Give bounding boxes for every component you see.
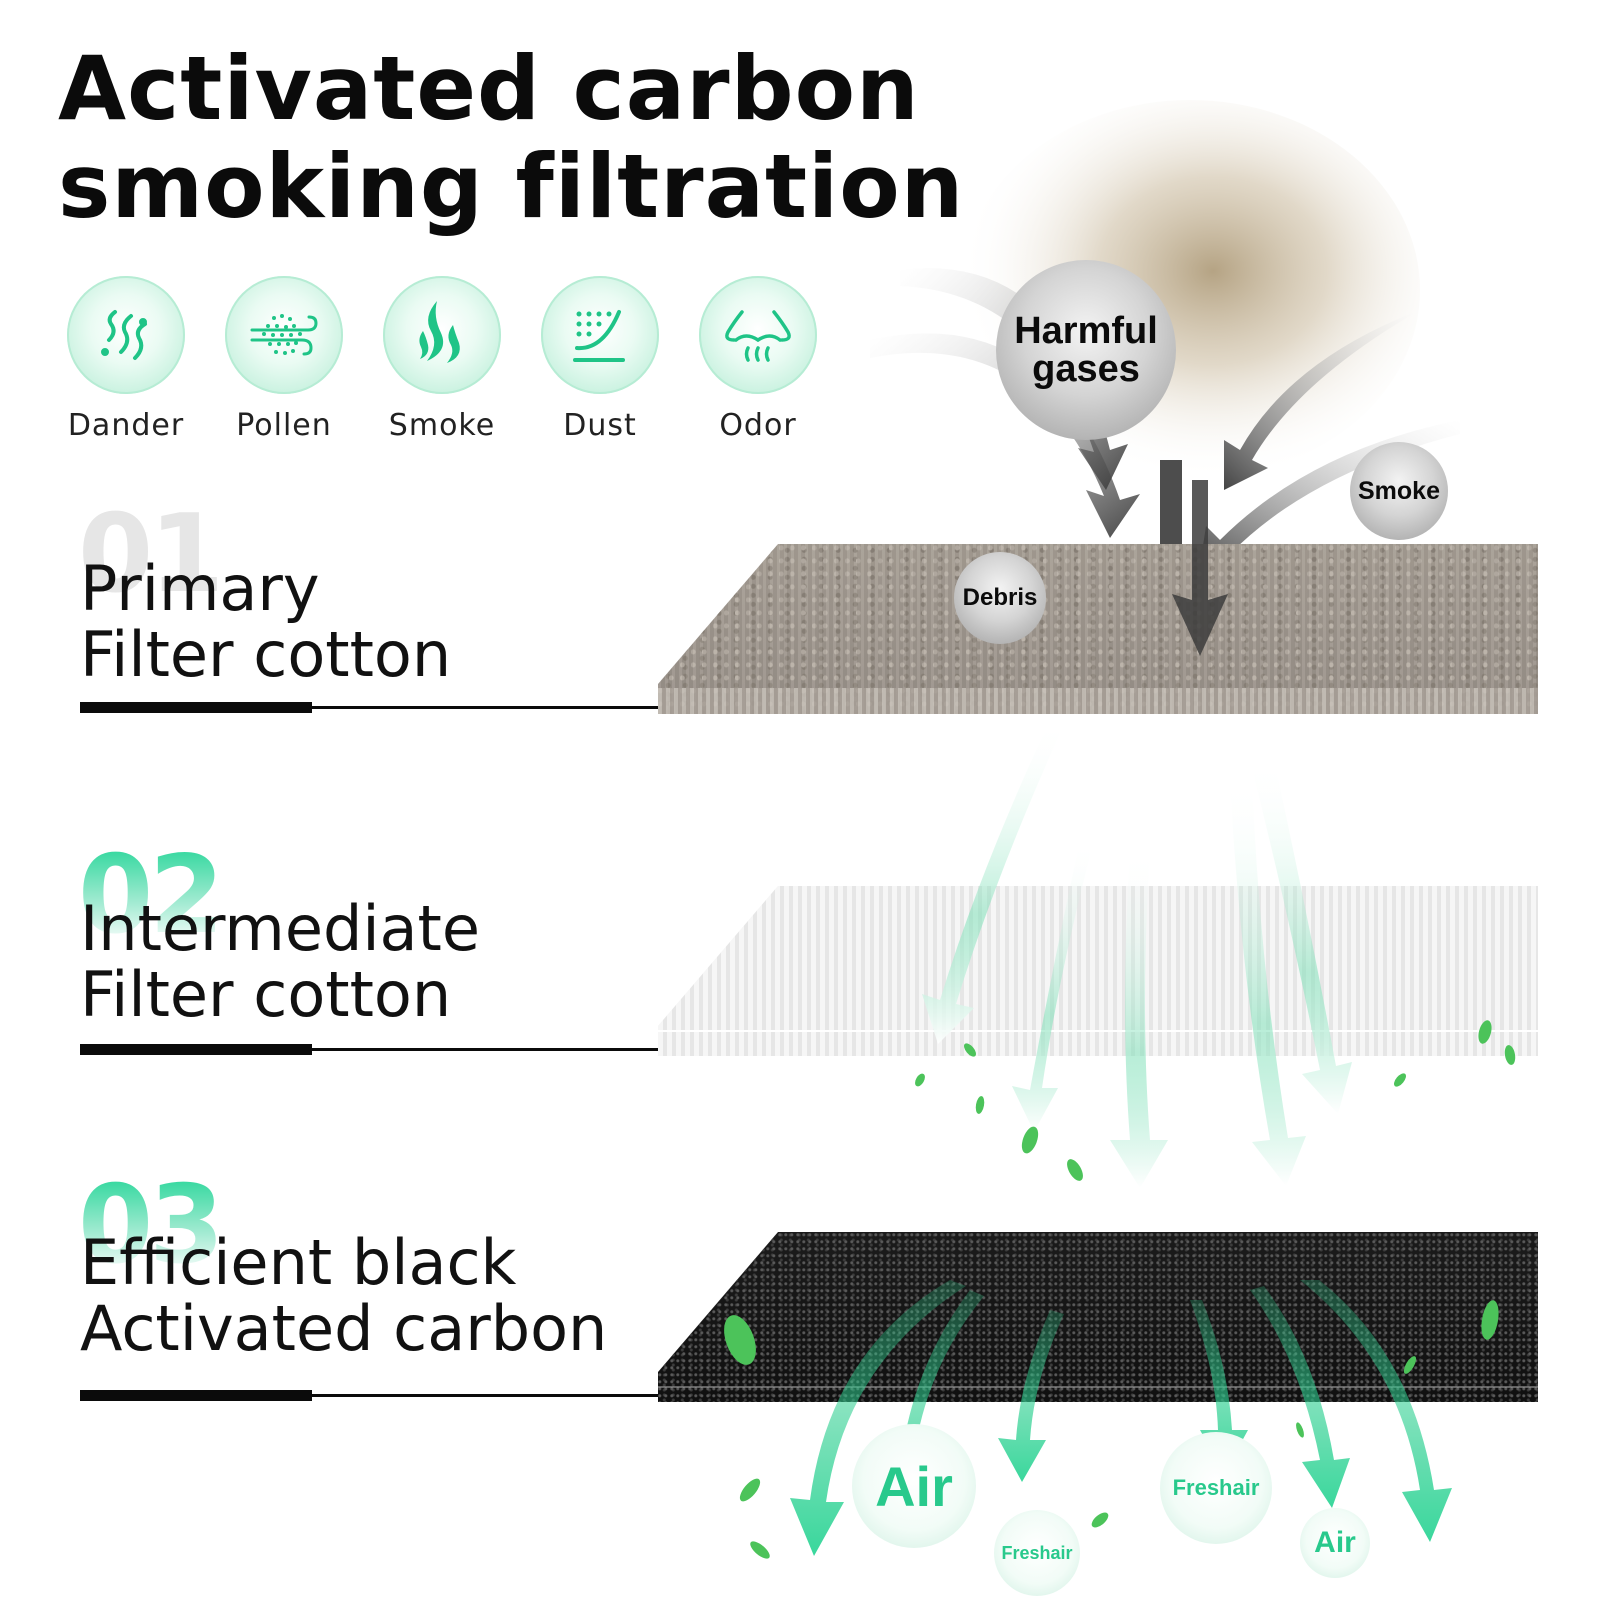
harmful-gases-bubble: Harmful gases <box>996 260 1176 440</box>
air-bubble-small-label: Air <box>1314 1526 1356 1559</box>
arrow-clean-4 <box>1230 780 1306 1186</box>
layer-number-03: 03 <box>78 1163 224 1288</box>
arrow-out-4 <box>1190 1300 1248 1474</box>
feature-dander: Dander <box>56 276 196 443</box>
layer-2-line-2: Filter cotton <box>80 958 452 1031</box>
layer-number-02: 02 <box>78 833 224 958</box>
dander-icon <box>67 276 185 394</box>
arrow-into-slab <box>1172 480 1228 656</box>
layer-1-rule-thin <box>312 706 672 709</box>
layer-2-line-1: Intermediate <box>80 892 481 965</box>
harmful-gases-line-2: gases <box>1032 348 1140 390</box>
smoke-bubble: Smoke <box>1350 442 1448 540</box>
layer-2-label: Intermediate Filter cotton <box>80 896 480 1028</box>
odor-icon <box>699 276 817 394</box>
primary-filter-slab <box>658 544 1538 714</box>
debris-bubble: Debris <box>954 552 1046 644</box>
layer-number-01: 01 <box>78 492 224 617</box>
layer-3-rule-thick <box>80 1390 312 1401</box>
freshair-bubble-small-label: Freshair <box>1001 1542 1073 1563</box>
arrow-out-6 <box>1300 1280 1452 1542</box>
layer-3-line-2: Activated carbon <box>80 1292 608 1365</box>
air-bubble-large: Air <box>852 1424 976 1548</box>
clean-airflow-graphic <box>915 720 1516 1188</box>
title-line-2: smoking filtration <box>58 135 965 238</box>
intermediate-filter-edge <box>658 1030 1538 1032</box>
layer-1-label: Primary Filter cotton <box>80 556 451 688</box>
layer-1-line-2: Filter cotton <box>80 618 452 691</box>
feature-label: Odor <box>719 408 797 443</box>
arrow-out-1 <box>790 1280 966 1556</box>
arrow-clean-1 <box>922 720 1066 1044</box>
arrow-clean-3 <box>1110 850 1168 1188</box>
arrow-out-3 <box>998 1310 1064 1482</box>
layer-2-rule-thick <box>80 1044 312 1055</box>
air-bubble-small: Air <box>1300 1508 1370 1578</box>
freshair-bubble-large: Freshair <box>1160 1432 1272 1544</box>
smoke-icon <box>383 276 501 394</box>
intermediate-filter-slab <box>658 886 1538 1056</box>
pollen-icon <box>225 276 343 394</box>
feature-dust: Dust <box>530 276 670 443</box>
harmful-gases-line-1: Harmful <box>1014 310 1158 352</box>
debris-bubble-label: Debris <box>962 584 1038 611</box>
primary-filter-edge <box>658 688 1538 714</box>
feature-odor: Odor <box>688 276 828 443</box>
arrow-clean-2 <box>1012 840 1094 1132</box>
feature-label: Smoke <box>388 408 496 443</box>
feature-pollen: Pollen <box>214 276 354 443</box>
feature-smoke: Smoke <box>372 276 512 443</box>
fresh-airflow-graphic <box>724 1280 1499 1559</box>
title-line-1: Activated carbon <box>58 37 920 140</box>
air-bubble-large-label: Air <box>875 1454 953 1518</box>
arrow-clean-5 <box>1250 760 1352 1114</box>
freshair-bubble-large-label: Freshair <box>1172 1475 1260 1500</box>
feature-label: Pollen <box>236 408 332 443</box>
feature-label: Dander <box>67 408 185 443</box>
activated-carbon-edge <box>658 1386 1538 1388</box>
layer-2-rule-thin <box>312 1048 672 1051</box>
arrow-out-5 <box>1250 1286 1350 1508</box>
arrow-in-right-high <box>1224 310 1420 490</box>
layer-3-line-1: Efficient black <box>80 1226 517 1299</box>
dust-icon <box>541 276 659 394</box>
layer-3-label: Efficient black Activated carbon <box>80 1230 607 1362</box>
feature-label: Dust <box>563 408 637 443</box>
smoke-bubble-label: Smoke <box>1358 476 1440 505</box>
layer-3-rule-thin <box>312 1394 672 1397</box>
layer-1-line-1: Primary <box>80 552 320 625</box>
freshair-bubble-small: Freshair <box>994 1510 1080 1596</box>
layer-1-rule-thick <box>80 702 312 713</box>
page-title: Activated carbon smoking filtration <box>58 37 965 238</box>
